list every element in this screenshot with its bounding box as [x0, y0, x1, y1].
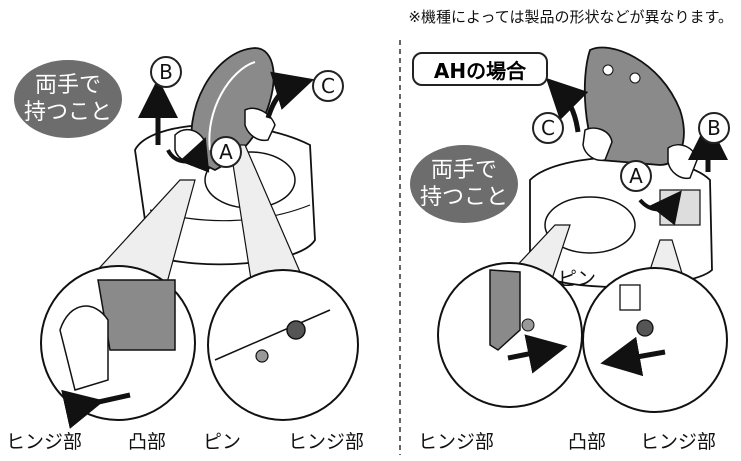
right-mark-c: C	[532, 112, 564, 144]
left-label-pin: ピン	[203, 431, 242, 453]
left-label-hinge: ヒンジ部	[6, 431, 83, 453]
ah-case-title: AHの場合	[412, 52, 548, 86]
left-arrow-c	[265, 71, 315, 119]
right-label-protrusion: 凸部	[568, 431, 607, 453]
right-label-pin: ピン	[558, 268, 597, 290]
left-zoom-hinge	[40, 265, 196, 429]
left-mark-a: A	[210, 136, 242, 168]
left-label-hinge-2: ヒンジ部	[288, 431, 365, 453]
right-bubble-line1: 両手で	[430, 158, 497, 183]
left-label-protrusion: 凸部	[128, 431, 167, 453]
left-zoom-pin	[207, 269, 359, 421]
right-label-hinge-2: ヒンジ部	[640, 431, 717, 453]
left-mark-b: B	[150, 56, 182, 88]
right-arrow-c	[545, 77, 589, 133]
left-mark-c: C	[312, 70, 344, 102]
right-bubble-line2: 持つこと	[419, 185, 508, 210]
model-variation-note: ※機種によっては製品の形状などが異なります。	[408, 8, 733, 26]
right-mark-b: B	[698, 112, 730, 144]
left-hold-bubble: 両手で 持つこと	[14, 60, 122, 138]
left-arrow-a	[166, 137, 210, 173]
right-zoom-hinge	[437, 262, 583, 408]
right-mark-a: A	[620, 160, 652, 192]
right-label-hinge: ヒンジ部	[418, 431, 495, 453]
right-hold-bubble: 両手で 持つこと	[410, 145, 518, 223]
left-bubble-line1: 両手で	[34, 73, 101, 98]
left-bubble-line2: 持つこと	[23, 100, 112, 125]
right-zoom-pin	[582, 267, 728, 413]
right-arrow-a	[638, 190, 682, 226]
